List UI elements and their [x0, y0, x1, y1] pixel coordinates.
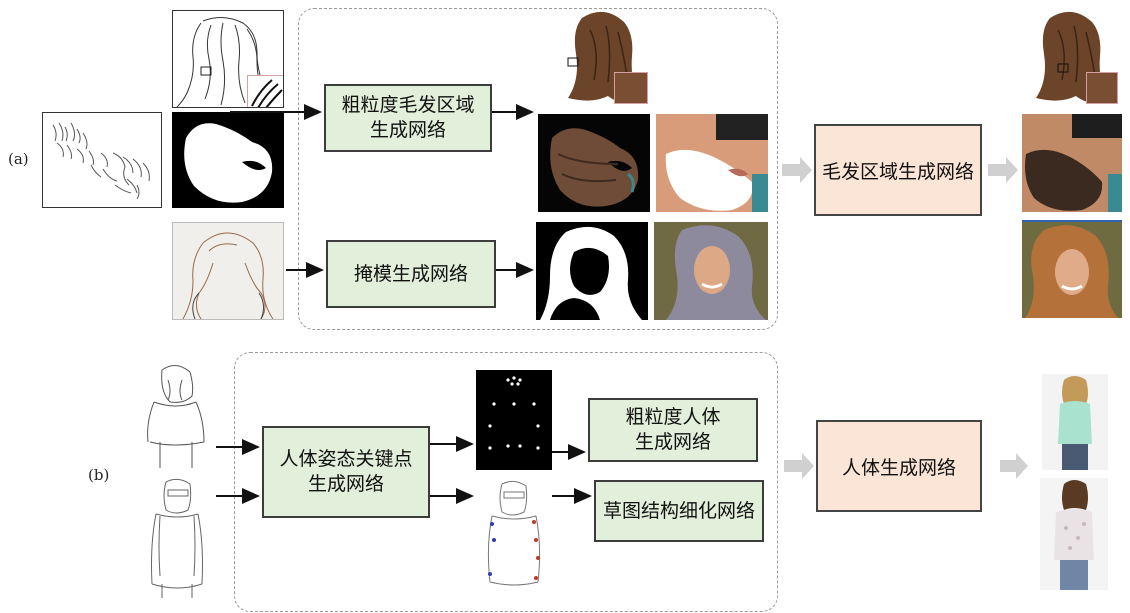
mask-generation-network-box: 掩模生成网络 — [326, 240, 496, 308]
final-hair-zoom-inset — [1086, 72, 1118, 104]
panel-a-label: (a) — [8, 150, 29, 168]
panel-a-dashed-container — [298, 8, 778, 330]
gray-arrow-b-in — [784, 453, 814, 479]
person-sketch-2-image — [138, 476, 216, 600]
gray-arrow-b-out — [1000, 453, 1028, 479]
final-beard-face-image — [1022, 114, 1122, 212]
hair-region-generation-network-box: 毛发区域生成网络 — [814, 124, 982, 216]
person-sketch-1-image — [138, 362, 212, 470]
final-person-1-image — [1042, 374, 1108, 470]
pose-keypoints-image — [476, 370, 552, 470]
pose-keypoint-network-box: 人体姿态关键点 生成网络 — [262, 426, 430, 518]
female-hair-sketch-image — [172, 222, 284, 320]
beard-mask-image — [172, 112, 284, 208]
final-hair-output-image — [1028, 8, 1118, 104]
coarse-hair-region-network-box: 粗粒度毛发区域 生成网络 — [324, 84, 492, 152]
coarse-hair-output-image — [560, 8, 648, 104]
panel-b-dashed-container — [234, 352, 778, 612]
refined-sketch-keypoints-image — [476, 478, 552, 596]
coarse-beard-output-image — [538, 114, 650, 212]
gray-arrow-a-out — [988, 157, 1018, 183]
female-mask-image — [536, 222, 648, 320]
sketch-refinement-network-box: 草图结构细化网络 — [594, 480, 764, 542]
body-generation-network-box: 人体生成网络 — [816, 420, 982, 512]
final-person-2-image — [1040, 478, 1108, 590]
female-noisy-hair-image — [654, 222, 768, 320]
final-female-hair-image — [1022, 220, 1122, 318]
gray-arrow-a-in — [782, 157, 812, 183]
panel-b-label: (b) — [88, 466, 110, 484]
coarse-body-network-box: 粗粒度人体 生成网络 — [588, 398, 758, 462]
beard-sketch-image — [42, 112, 162, 208]
hair-sketch-zoom-inset — [247, 75, 283, 107]
hair-sketch-image — [172, 10, 284, 108]
coarse-hair-zoom-inset — [614, 72, 648, 104]
face-white-beard-image — [656, 114, 768, 212]
